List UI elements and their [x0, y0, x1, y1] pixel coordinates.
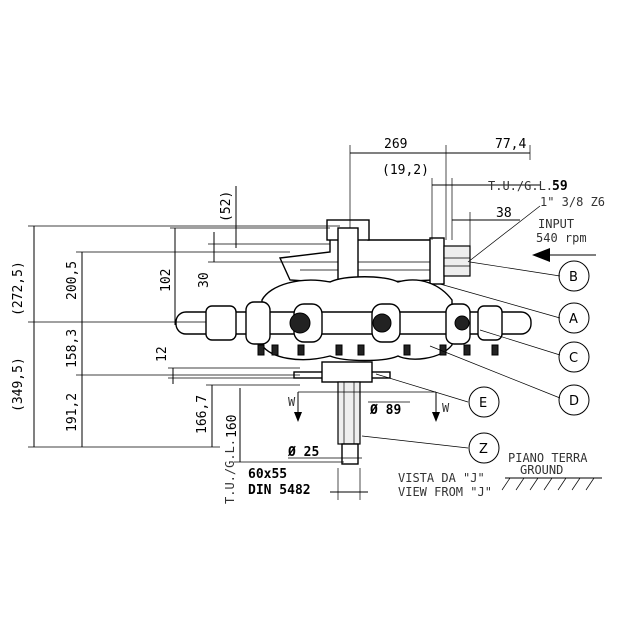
- callout-a: A: [558, 302, 590, 334]
- callout-c: C: [558, 341, 590, 373]
- input-rpm: 540 rpm: [536, 231, 587, 245]
- dim-191-2: 191,2: [65, 393, 80, 432]
- dim-30: 30: [197, 272, 212, 288]
- dim-12: 12: [155, 346, 170, 362]
- dim-158-3: 158,3: [65, 329, 80, 368]
- callout-z: Z: [468, 432, 500, 464]
- callout-d: D: [558, 384, 590, 416]
- dim-272-5: (272,5): [11, 261, 26, 316]
- svg-text:A: A: [569, 312, 578, 327]
- dim-102: 102: [159, 269, 174, 292]
- spline-spec: 60x55: [248, 467, 287, 482]
- bolt-row: [257, 344, 499, 356]
- dim-160: 160: [225, 415, 240, 438]
- dim-269: 269: [384, 137, 407, 152]
- dimension-labels: 269 77,4 (19,2) T.U./G.L. 59 1" 3/8 Z6 3…: [11, 137, 605, 504]
- svg-text:Z: Z: [479, 442, 488, 457]
- dim-19-2: (19,2): [382, 163, 429, 178]
- callout-circles: B A C D E Z: [468, 260, 590, 464]
- input-label: INPUT: [538, 217, 574, 231]
- dimension-lines: [28, 145, 602, 500]
- dim-349-5: (349,5): [11, 357, 26, 412]
- callout-b: B: [558, 260, 590, 292]
- ground-label-it: PIANO TERRA: [508, 451, 588, 465]
- section-w-left: W: [288, 395, 296, 409]
- svg-text:B: B: [569, 270, 578, 285]
- callout-e: E: [468, 386, 500, 418]
- svg-text:D: D: [569, 394, 579, 409]
- dim-200-5: 200,5: [65, 261, 80, 300]
- dim-52: (52): [219, 191, 234, 222]
- dia-89: Ø 89: [369, 403, 401, 418]
- dim-166-7: 166,7: [195, 395, 210, 434]
- dim-38: 38: [496, 206, 512, 221]
- section-w-right: W: [442, 401, 450, 415]
- view-label-it: VISTA DA "J": [398, 471, 485, 485]
- thread-spec: 1" 3/8 Z6: [540, 195, 605, 209]
- dim-77-4: 77,4: [495, 137, 526, 152]
- din-spec: DIN 5482: [248, 483, 311, 498]
- view-label-en: VIEW FROM "J": [398, 485, 492, 499]
- tu-gl-value: 59: [552, 179, 568, 194]
- dia-25: Ø 25: [287, 445, 319, 460]
- tu-gl-label: T.U./G.L.: [488, 179, 553, 193]
- ground-label-en: GROUND: [520, 463, 563, 477]
- svg-text:C: C: [569, 351, 578, 366]
- tu-gl-vertical: T.U./G.L.: [223, 439, 237, 504]
- gearbox-body: [175, 219, 532, 465]
- svg-text:E: E: [479, 396, 487, 411]
